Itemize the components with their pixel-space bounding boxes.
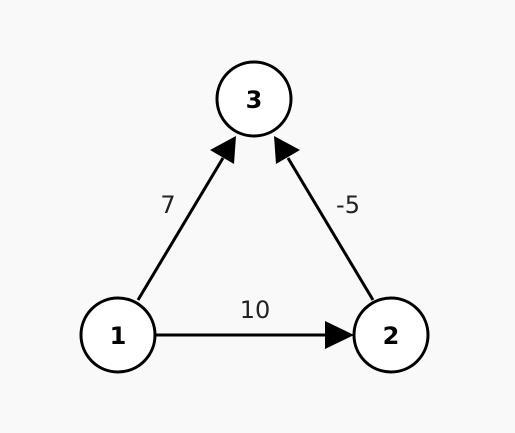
node-1: 1 xyxy=(79,296,157,374)
edge-1-to-3: 7 xyxy=(136,136,236,301)
edge-2-to-3: -5 xyxy=(274,136,375,301)
node-circle xyxy=(352,296,430,374)
edge-weight-label: 10 xyxy=(240,296,271,324)
node-circle xyxy=(215,60,293,138)
edge-1-to-2: 10 xyxy=(155,296,354,349)
node-3: 3 xyxy=(215,60,293,138)
node-circle xyxy=(79,296,157,374)
edge-line-1-to-3 xyxy=(136,157,225,301)
edge-line-2-to-3 xyxy=(286,157,375,301)
node-label: 1 xyxy=(110,322,127,350)
node-2: 2 xyxy=(352,296,430,374)
node-label: 2 xyxy=(383,322,400,350)
edge-weight-label: 7 xyxy=(160,191,175,219)
node-label: 3 xyxy=(246,86,263,114)
arrowhead-icon xyxy=(274,136,300,164)
arrowhead-icon xyxy=(210,136,236,164)
edge-weight-label: -5 xyxy=(336,191,360,219)
arrowhead-icon xyxy=(325,321,354,349)
